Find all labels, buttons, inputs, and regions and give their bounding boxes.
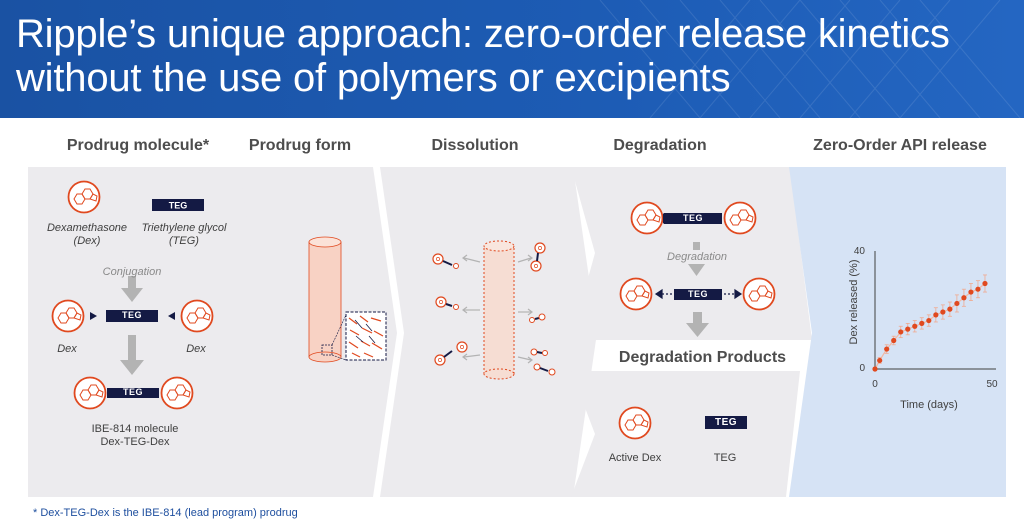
deg-teg-label: TEG xyxy=(682,213,703,223)
ibe-molecule-formula: Dex-TEG-Dex xyxy=(100,436,170,448)
deg-arrow1-shaft xyxy=(693,242,700,250)
x-tick-max: 50 xyxy=(986,379,998,390)
deg-arrow1-head xyxy=(688,264,705,276)
link-arrow-shaft xyxy=(128,335,136,361)
active-dex-label: Active Dex xyxy=(608,452,662,464)
dissolving-cylinder-icon xyxy=(483,240,515,380)
y-tick-max: 40 xyxy=(853,246,865,257)
col-prodrug-form: Prodrug form xyxy=(248,137,352,154)
chart-xlabel: Time (days) xyxy=(900,399,958,411)
data-point xyxy=(954,300,960,307)
teg-link-label: TEG xyxy=(121,310,142,320)
title-banner: Ripple’s unique approach: zero-order rel… xyxy=(0,0,1024,118)
footnote: * Dex-TEG-Dex is the IBE-814 (lead progr… xyxy=(33,507,298,519)
banner-pattern xyxy=(599,0,1021,118)
dissolution-arrows xyxy=(462,254,533,364)
y-tick-min: 0 xyxy=(859,363,865,374)
split-teg-icon xyxy=(674,289,722,300)
col-degradation: Degradation xyxy=(613,137,707,154)
split-dex-left-icon xyxy=(619,277,653,311)
arrow-left-icon xyxy=(168,312,175,320)
data-point xyxy=(872,366,878,372)
page-title: Ripple’s unique approach: zero-order rel… xyxy=(16,12,950,100)
conjugation-label: Conjugation xyxy=(102,266,162,278)
deg-arrow2-shaft xyxy=(693,312,702,324)
col-dissolution: Dissolution xyxy=(431,137,519,154)
panel-prodrug-molecule xyxy=(28,167,264,497)
data-point xyxy=(961,295,967,301)
ibe-dex-left-icon xyxy=(73,376,107,410)
ibe-teg-label: TEG xyxy=(122,387,143,397)
data-point xyxy=(968,289,974,295)
conjugation-arrow-head xyxy=(121,288,143,302)
deg-arrow-r-icon xyxy=(717,213,722,224)
product-teg-badge: TEG xyxy=(705,416,747,429)
data-point xyxy=(982,280,988,287)
crystal-zoom-icon xyxy=(321,311,387,361)
degradation-products-title: Degradation Products xyxy=(618,349,787,366)
panel-degradation-products xyxy=(571,371,800,497)
data-point xyxy=(919,320,925,326)
x-tick-min: 0 xyxy=(872,379,878,390)
panel-zero-order-release xyxy=(789,167,1006,497)
active-dex-icon xyxy=(618,406,652,440)
deg-dex-left-icon xyxy=(630,201,664,235)
ibe-teg-icon xyxy=(107,388,159,398)
ibe-dex-right-icon xyxy=(160,376,194,410)
chart-ylabel: Dex released (%) xyxy=(848,259,860,345)
data-point xyxy=(905,326,911,332)
teg-chain-label: TEG xyxy=(169,201,188,211)
release-chart xyxy=(872,251,996,372)
dex-molecule-icon xyxy=(67,180,101,214)
deg-dex-right-icon xyxy=(723,201,757,235)
split-teg-label: TEG xyxy=(687,289,708,299)
arrow-right-icon xyxy=(90,312,97,320)
data-point xyxy=(912,323,918,329)
data-point xyxy=(933,312,939,318)
data-point xyxy=(975,286,981,292)
split-arrows xyxy=(654,288,743,300)
data-point xyxy=(947,306,953,312)
dex-label: Dexamethasone (Dex) xyxy=(46,222,128,247)
link-arrow-head xyxy=(120,360,144,375)
data-point xyxy=(891,337,897,344)
data-point xyxy=(898,329,904,335)
teg-label: Triethylene glycol (TEG) xyxy=(141,222,227,247)
dex-right-icon xyxy=(180,299,214,333)
col-prodrug-molecule: Prodrug molecule* xyxy=(66,137,210,154)
ibe-molecule-name: IBE-814 molecule xyxy=(91,423,179,435)
deg-arrow-l-icon xyxy=(663,213,668,224)
col-zero-order: Zero-Order API release xyxy=(813,137,987,154)
product-teg-label: TEG xyxy=(713,452,737,464)
split-dex-right-icon xyxy=(742,277,776,311)
data-point xyxy=(926,317,932,324)
teg-link-icon xyxy=(106,310,158,322)
conjugation-arrow-shaft xyxy=(128,276,136,289)
degradation-step-label: Degradation xyxy=(667,251,727,263)
deg-arrow2-head xyxy=(686,323,709,337)
dex-right-label: Dex xyxy=(186,343,206,355)
data-point xyxy=(884,346,890,352)
deg-teg-icon xyxy=(664,213,722,224)
data-point xyxy=(940,309,946,315)
dex-left-label: Dex xyxy=(57,343,77,355)
data-point xyxy=(877,357,883,364)
prodrug-cylinder-icon xyxy=(308,236,342,363)
teg-chain-icon xyxy=(152,199,204,211)
dex-left-icon xyxy=(51,299,85,333)
released-molecules-icon xyxy=(432,242,556,376)
